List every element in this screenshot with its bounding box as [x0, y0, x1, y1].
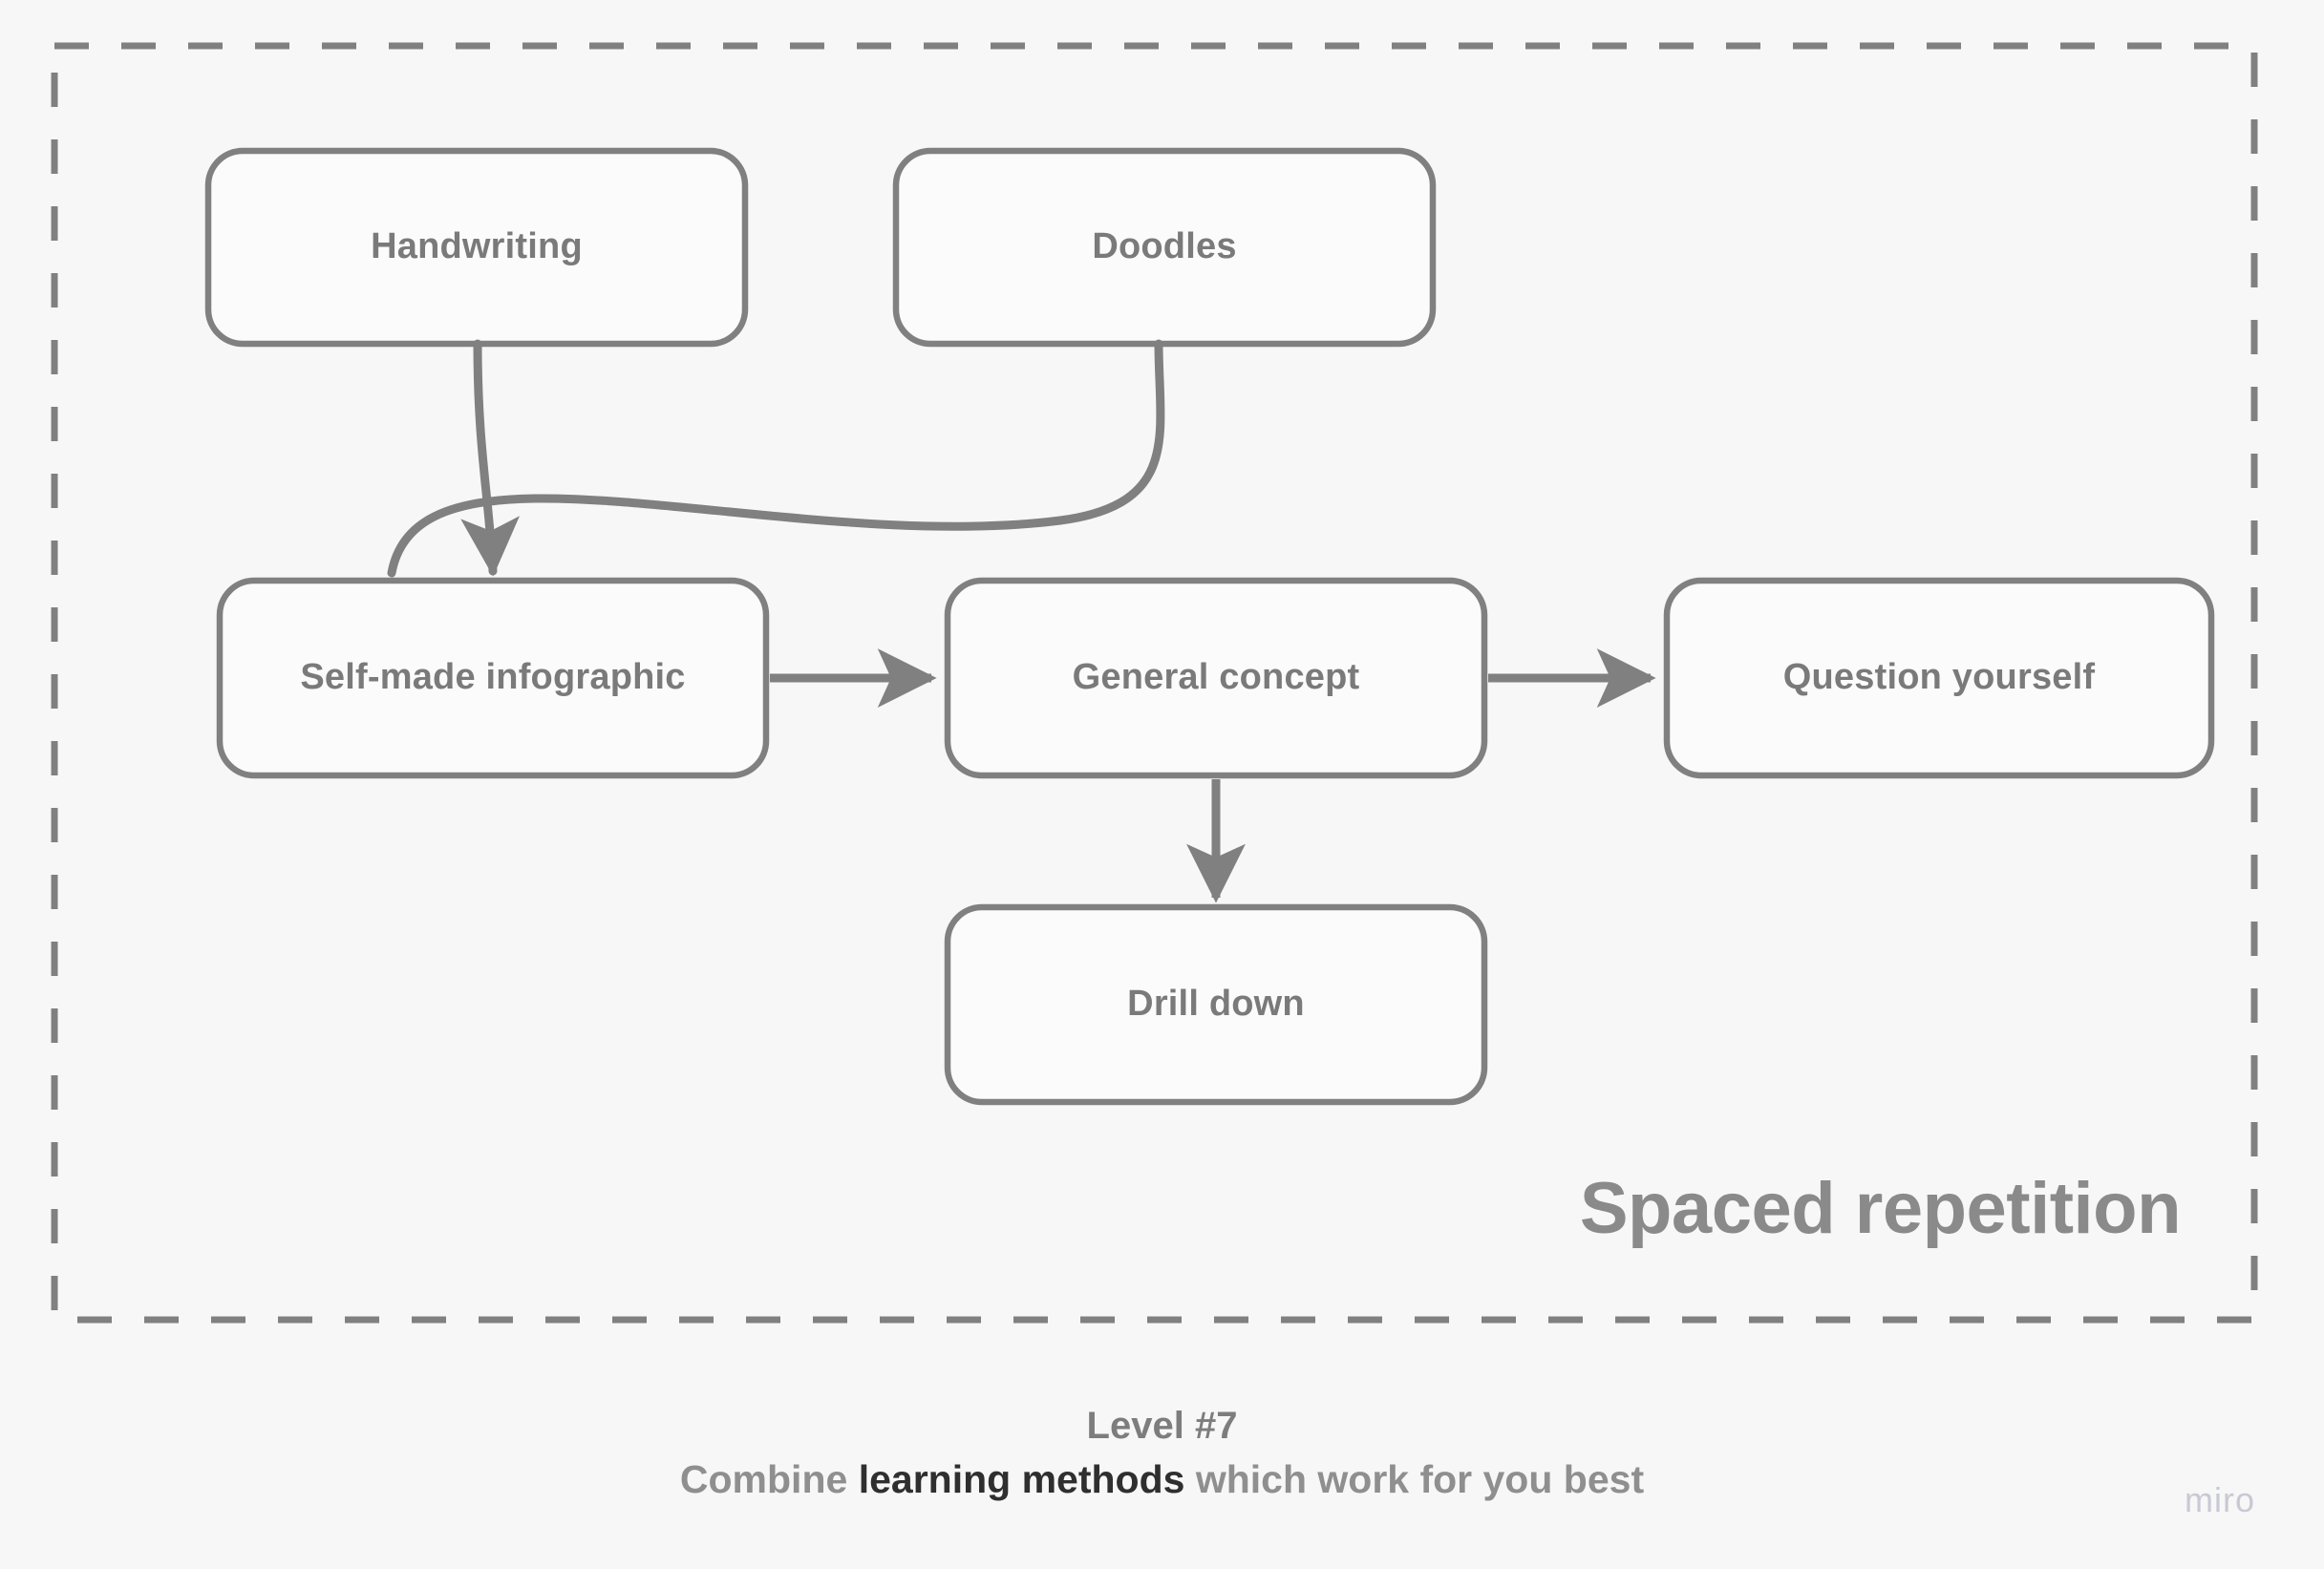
node-box-self-made-infographic[interactable] — [216, 577, 770, 779]
caption-block: Level #7 Combine learning methods which … — [0, 1402, 2324, 1505]
node-box-handwriting[interactable] — [204, 147, 749, 348]
caption-level: Level #7 — [1086, 1405, 1238, 1447]
caption-accent: learning methods — [858, 1457, 1185, 1502]
group-frame — [51, 42, 2258, 1324]
caption-prefix: Combine — [679, 1457, 859, 1502]
caption-subtitle: Combine learning methods which work for … — [0, 1454, 2324, 1504]
miro-watermark: miro — [2185, 1480, 2255, 1519]
node-box-drill-down[interactable] — [944, 903, 1488, 1106]
edge-handwriting-to-self-made[interactable] — [460, 339, 521, 577]
group-title: Spaced repetition — [1579, 1168, 2182, 1249]
edge-doodles-to-self-made[interactable] — [387, 339, 1165, 578]
caption-suffix: which work for you best — [1184, 1457, 1645, 1502]
node-box-doodles[interactable] — [892, 147, 1437, 348]
node-box-general-concept[interactable] — [944, 577, 1488, 779]
node-box-question-yourself[interactable] — [1663, 577, 2215, 779]
